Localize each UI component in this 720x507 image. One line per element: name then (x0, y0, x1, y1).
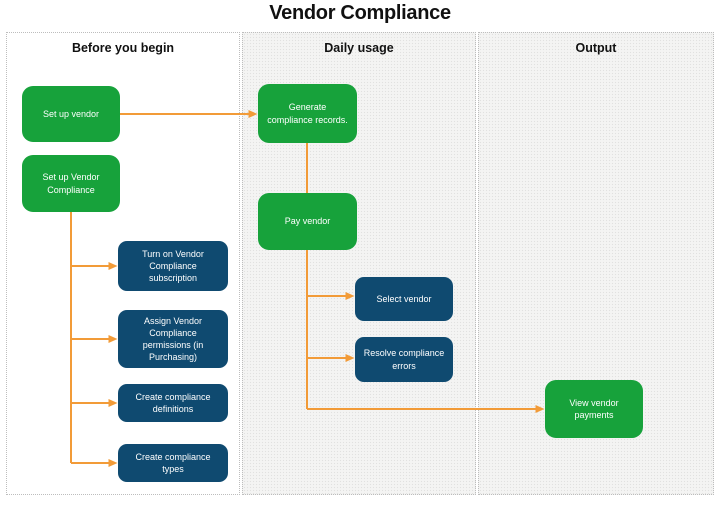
node-label: Set up Vendor Compliance (42, 172, 100, 195)
node-label: Pay vendor (284, 216, 331, 227)
node-set-up-vendor: Set up vendor (22, 86, 120, 142)
node-label: Select vendor (376, 293, 432, 304)
node-resolve-compliance-errors: Resolve compliance errors (355, 337, 453, 382)
node-set-up-vendor-compliance: Set up Vendor Compliance (22, 155, 120, 212)
column-header: Output (575, 41, 617, 55)
node-label: Create compliance definitions (135, 391, 211, 414)
node-label: Assign Vendor Compliance permissions (in… (142, 315, 204, 363)
diagram-title: Vendor Compliance (269, 2, 451, 24)
node-create-compliance-definitions: Create compliance definitions (118, 384, 228, 422)
node-label: Resolve compliance errors (363, 348, 445, 371)
column-header: Daily usage (324, 41, 394, 55)
node-view-vendor-payments: View vendor payments (545, 380, 643, 438)
column-output: Output (478, 32, 714, 495)
node-assign-vendor-compliance-permissions: Assign Vendor Compliance permissions (in… (118, 310, 228, 368)
node-label: Turn on Vendor Compliance subscription (142, 248, 204, 284)
node-select-vendor: Select vendor (355, 277, 453, 321)
node-create-compliance-types: Create compliance types (118, 444, 228, 482)
node-generate-compliance-records: Generate compliance records. (258, 84, 357, 143)
node-label: Create compliance types (135, 451, 211, 474)
node-label: Generate compliance records. (267, 102, 348, 125)
node-label: Set up vendor (42, 108, 100, 119)
node-turn-on-vendor-compliance-subscription: Turn on Vendor Compliance subscription (118, 241, 228, 291)
column-header: Before you begin (71, 41, 175, 55)
node-label: View vendor payments (569, 397, 619, 420)
node-pay-vendor: Pay vendor (258, 193, 357, 250)
